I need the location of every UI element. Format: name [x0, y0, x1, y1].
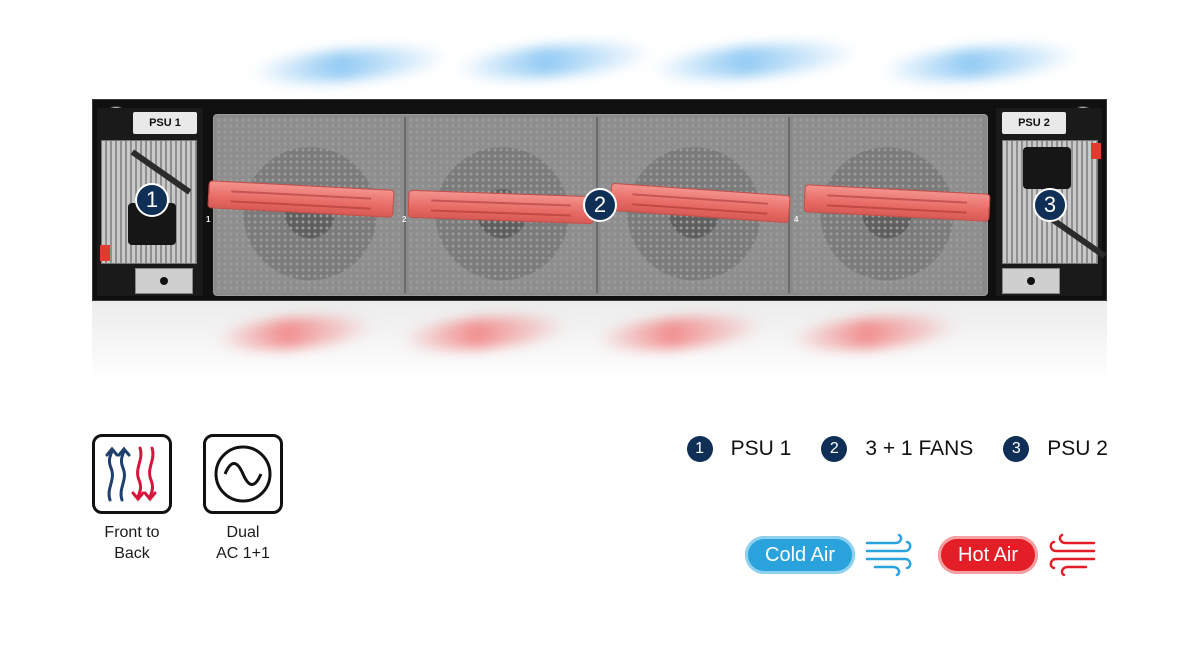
legend-item-psu-1: 1 PSU 1 [686, 436, 792, 462]
ac-power-icon [203, 434, 283, 514]
psu-2-label: PSU 2 [1002, 112, 1066, 134]
callout-marker-psu-2: 3 [1033, 188, 1067, 222]
legend-label: 3 + 1 FANS [865, 437, 974, 460]
callout-marker-fans: 2 [583, 188, 617, 222]
legend-marker: 1 [686, 436, 713, 462]
psu-release-clip[interactable] [1091, 143, 1101, 159]
fan-number: 2 [402, 215, 407, 224]
cold-air-key: Cold Air [745, 533, 913, 577]
legend-marker: 3 [1003, 436, 1030, 462]
hot-air-badge: Hot Air [938, 536, 1039, 574]
wind-icon [865, 533, 912, 577]
cold-air-streak [879, 39, 1081, 87]
feature-label: Dual AC 1+1 [216, 524, 270, 562]
legend-label: PSU 2 [1047, 437, 1108, 460]
component-legend: 1 PSU 1 2 3 + 1 FANS 3 PSU 2 [686, 436, 1108, 462]
psu-release-clip[interactable] [100, 245, 110, 261]
fan-number: 4 [794, 215, 799, 224]
psu-2-latch[interactable] [1002, 268, 1060, 294]
cold-air-streak [454, 37, 656, 85]
callout-marker-psu-1: 1 [135, 183, 169, 217]
power-socket-icon [1023, 147, 1071, 189]
cold-air-streak [249, 41, 451, 89]
front-to-back-airflow-icon [92, 434, 172, 514]
cold-air-streak [649, 36, 861, 86]
feature-label: Front to Back [104, 524, 160, 562]
psu-1-label: PSU 1 [133, 112, 197, 134]
legend-item-psu-2: 3 PSU 2 [1003, 436, 1108, 462]
legend-label: PSU 1 [730, 437, 792, 460]
feature-dual-ac: Dual AC 1+1 [188, 434, 298, 564]
legend-item-fans: 2 3 + 1 FANS [821, 436, 973, 462]
legend-marker: 2 [821, 436, 848, 462]
cold-air-badge: Cold Air [745, 536, 856, 574]
psu-1-latch[interactable] [135, 268, 193, 294]
hot-air-key: Hot Air [938, 533, 1096, 577]
feature-front-to-back: Front to Back [77, 434, 187, 564]
wind-icon [1049, 533, 1096, 577]
fan-number: 1 [206, 215, 211, 224]
